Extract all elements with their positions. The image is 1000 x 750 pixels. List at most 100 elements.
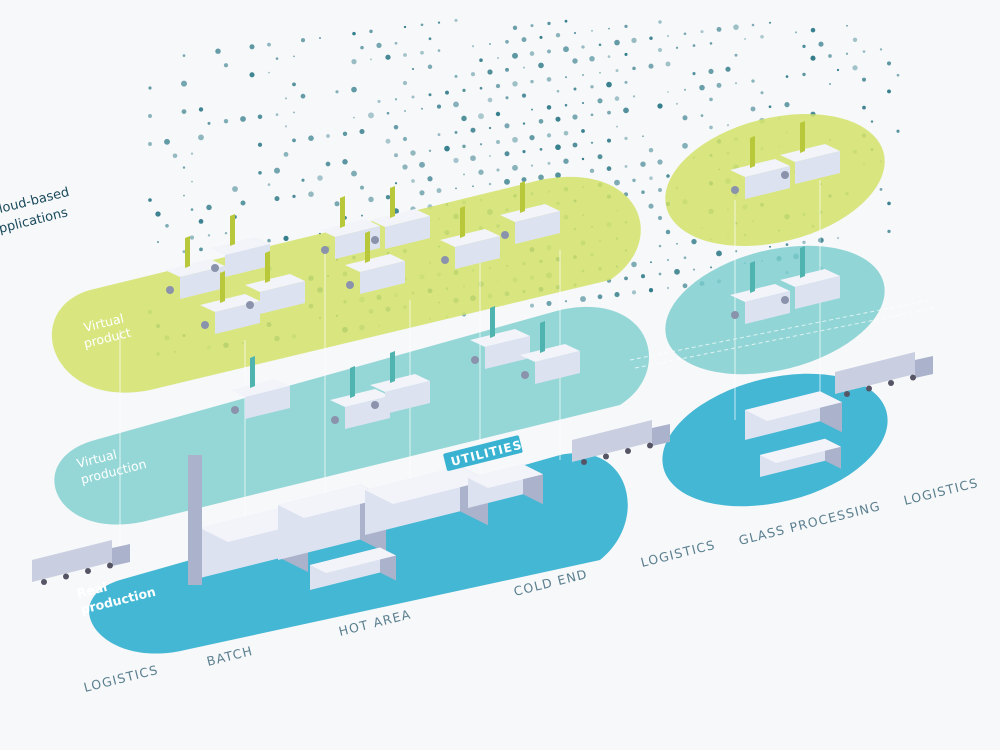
data-dot xyxy=(386,139,391,144)
data-dot xyxy=(700,30,703,33)
data-dot xyxy=(684,256,687,259)
data-dot xyxy=(249,44,254,49)
data-dot xyxy=(438,21,440,23)
data-dot xyxy=(614,180,620,186)
data-dot xyxy=(682,143,688,149)
data-dot xyxy=(829,83,831,85)
data-dot xyxy=(589,56,595,62)
data-dot xyxy=(427,176,432,181)
data-dot xyxy=(199,219,204,224)
data-dot xyxy=(353,117,355,119)
truck-right-wheel xyxy=(910,375,916,381)
data-dot xyxy=(846,53,848,55)
data-dot xyxy=(455,131,458,134)
data-dot xyxy=(658,216,662,220)
data-dot xyxy=(387,112,390,115)
data-dot xyxy=(555,144,561,150)
data-dot xyxy=(471,128,476,133)
data-dot xyxy=(666,174,670,178)
data-dot xyxy=(666,62,671,67)
data-dot xyxy=(335,90,338,93)
data-dot xyxy=(625,81,628,84)
data-dot xyxy=(224,119,228,123)
product-desk-3-chair xyxy=(246,301,254,309)
data-dot xyxy=(522,177,527,182)
data-dot xyxy=(472,185,474,187)
data-dot xyxy=(769,246,771,248)
data-dot xyxy=(421,108,423,110)
data-dot xyxy=(649,148,653,152)
data-dot xyxy=(208,234,210,236)
product-desk-4-chair xyxy=(321,246,329,254)
data-dot xyxy=(164,139,170,145)
data-dot xyxy=(148,142,152,146)
data-dot xyxy=(276,113,279,116)
data-dot xyxy=(283,236,288,241)
data-dot xyxy=(555,172,561,178)
data-dot xyxy=(880,48,882,50)
data-dot xyxy=(480,143,482,145)
data-dot xyxy=(582,102,584,104)
truck-right xyxy=(835,352,933,397)
product-desk-1-monitor xyxy=(230,214,235,246)
data-dot xyxy=(523,67,525,69)
data-dot xyxy=(462,145,465,148)
data-dot xyxy=(862,78,866,82)
data-dot xyxy=(624,25,627,28)
data-dot xyxy=(512,81,517,86)
data-dot xyxy=(632,179,635,182)
data-dot xyxy=(402,164,407,169)
data-dot xyxy=(529,135,534,140)
data-dot xyxy=(607,139,611,143)
data-dot xyxy=(614,40,620,46)
data-dot xyxy=(428,65,432,69)
production-desk-6-monitor xyxy=(800,246,805,278)
product-desk-0-monitor xyxy=(185,236,190,268)
data-dot xyxy=(591,113,594,116)
data-dot xyxy=(582,74,584,76)
data-dot xyxy=(606,82,612,88)
data-dot xyxy=(616,126,618,128)
data-dot xyxy=(607,111,611,115)
data-dot xyxy=(667,259,669,261)
product-desk-6-monitor xyxy=(390,186,395,218)
data-dot xyxy=(786,243,789,246)
data-dot xyxy=(429,37,432,40)
product-desk-4-monitor xyxy=(340,196,345,228)
data-dot xyxy=(607,166,612,171)
data-dot xyxy=(190,236,194,240)
data-dot xyxy=(461,116,466,121)
truck-mid-trailer xyxy=(572,420,652,462)
data-dot xyxy=(326,134,330,138)
data-dot xyxy=(684,89,686,91)
truck-left-wheel xyxy=(41,579,47,585)
truck-mid-wheel xyxy=(603,454,609,460)
truck-left-wheel xyxy=(63,574,69,580)
data-dot xyxy=(623,108,629,114)
data-dot xyxy=(404,110,406,112)
data-dot xyxy=(472,45,474,47)
data-dot xyxy=(539,119,544,124)
product-desk-3-monitor xyxy=(265,251,270,283)
truck-mid-wheel xyxy=(581,459,587,465)
data-dot xyxy=(463,173,465,175)
production-desk-4-chair xyxy=(521,371,529,379)
data-dot xyxy=(504,179,510,185)
data-dot xyxy=(232,186,238,192)
data-dot xyxy=(410,150,415,155)
data-dot xyxy=(818,237,823,242)
data-dot xyxy=(625,165,628,168)
data-dot xyxy=(368,197,374,203)
data-dot xyxy=(377,100,380,103)
data-dot xyxy=(572,58,577,63)
data-dot xyxy=(445,91,449,95)
truck-left xyxy=(32,540,130,585)
data-dot xyxy=(411,95,414,98)
data-dot xyxy=(274,168,280,174)
data-dot xyxy=(285,97,287,99)
data-dot xyxy=(667,35,669,37)
data-dot xyxy=(547,77,552,82)
data-dot xyxy=(173,153,178,158)
data-dot xyxy=(573,143,578,148)
data-dot xyxy=(199,248,203,252)
